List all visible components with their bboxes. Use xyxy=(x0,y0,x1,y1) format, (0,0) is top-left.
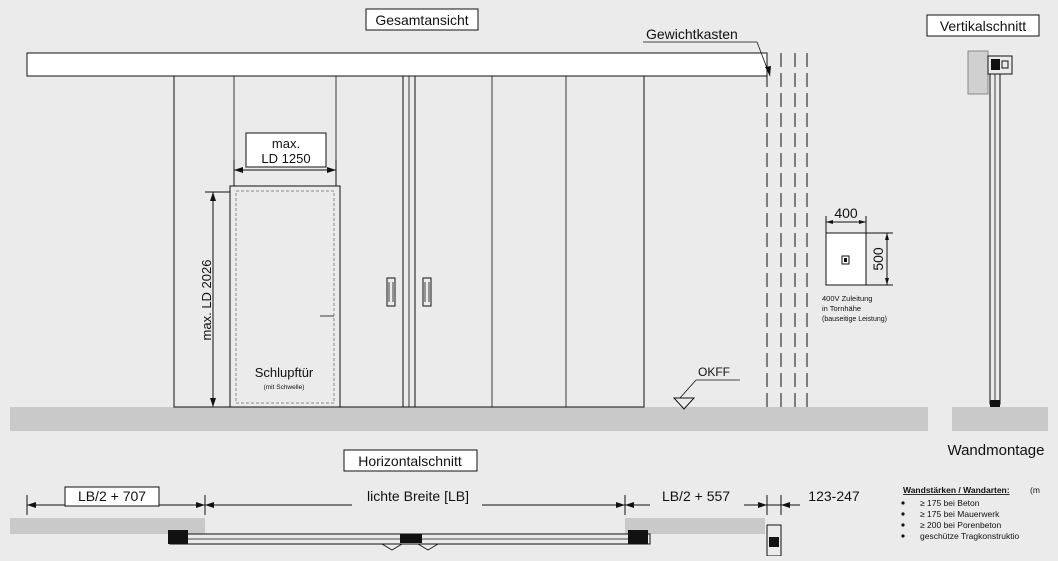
power-box xyxy=(825,232,867,286)
front-view: Gesamtansicht Sch xyxy=(10,8,928,431)
dim-arrow xyxy=(625,502,634,508)
plan-wall-left xyxy=(10,518,205,534)
vertical-section: Vertikalschnitt Wandmontage xyxy=(926,14,1048,459)
wall-type-item: ≥ 175 bei Beton xyxy=(920,498,980,508)
wall-section xyxy=(967,50,989,95)
floor-slab xyxy=(10,407,928,431)
handle-right-icon xyxy=(422,277,432,307)
dim-label-bg xyxy=(64,486,160,507)
vertical-section-title-box xyxy=(926,14,1040,37)
dim-arrow xyxy=(885,278,889,285)
dim-arrow xyxy=(885,233,889,240)
dim-arrow xyxy=(758,502,767,508)
wall-types-heading: Wandstärken / Wandarten: xyxy=(903,485,1010,495)
dim-arrow xyxy=(616,502,625,508)
wall-types-heading-suffix: (m xyxy=(1030,485,1040,495)
dim-clear-width-label: lichte Breite [LB] xyxy=(367,488,469,504)
roller-icon xyxy=(991,59,1000,70)
plan-weight-icon xyxy=(769,537,779,547)
dim-arrow xyxy=(210,192,216,201)
front-view-title-box xyxy=(365,8,479,31)
dim-wall-label: 123-247 xyxy=(808,488,860,504)
dim-label-bg xyxy=(800,487,870,506)
bottom-guide xyxy=(990,400,1000,408)
wicket-width-label-1: max. xyxy=(272,136,300,151)
plan-center-handle xyxy=(400,534,422,543)
plan-wall-right xyxy=(625,518,765,534)
power-note-1: 400V Zuleitung xyxy=(822,294,872,303)
dim-label-bg xyxy=(650,487,744,506)
dim-arrow xyxy=(781,502,790,508)
wall-mounting-label: Wandmontage xyxy=(947,442,1044,459)
weight-box-label: Gewichtkasten xyxy=(646,26,738,42)
wicket-door-label: Schlupftür xyxy=(255,365,314,380)
bullet-icon xyxy=(901,523,905,527)
vertical-floor xyxy=(952,407,1048,431)
wicket-door xyxy=(229,185,341,408)
vertical-section-title: Vertikalschnitt xyxy=(940,18,1026,34)
dim-arrow xyxy=(234,167,243,173)
power-note-3: (bauseitige Leistung) xyxy=(822,316,887,323)
plan-hinge-mark xyxy=(381,543,403,551)
dim-left-label: LB/2 + 707 xyxy=(78,488,146,504)
horizontal-section-title: Horizontalschnitt xyxy=(358,453,462,469)
power-box-height: 500 xyxy=(870,247,886,271)
wicket-width-label-2: LD 1250 xyxy=(261,151,310,166)
floor-level-leader xyxy=(679,379,697,399)
wall-type-item: ≥ 175 bei Mauerwerk xyxy=(920,509,1000,519)
horizontal-section: Horizontalschnitt LB/2 + 707 lichte Brei… xyxy=(10,449,1040,557)
dim-right-label: LB/2 + 557 xyxy=(662,488,730,504)
dim-arrow xyxy=(826,220,833,224)
dim-arrow xyxy=(859,220,866,224)
dim-arrow xyxy=(210,398,216,407)
plan-hinge-mark xyxy=(417,543,439,551)
plan-end-bracket-right xyxy=(628,530,648,544)
leader-arrow xyxy=(765,66,771,76)
horizontal-section-title-box xyxy=(343,449,478,472)
wicket-width-box xyxy=(245,132,327,168)
dim-arrow xyxy=(205,502,214,508)
dim-label-bg xyxy=(352,487,482,506)
wall-type-item: ≥ 200 bei Porenbeton xyxy=(920,520,1002,530)
dim-arrow xyxy=(27,502,36,508)
dim-arrow xyxy=(327,167,336,173)
bullet-icon xyxy=(901,512,905,516)
plan-end-bracket-left xyxy=(168,530,188,544)
bullet-icon xyxy=(901,501,905,505)
power-note-2: in Tornhähe xyxy=(822,304,861,313)
track-beam xyxy=(26,52,768,77)
wicket-note: (mit Schwelle) xyxy=(264,384,305,391)
front-view-title: Gesamtansicht xyxy=(375,12,468,28)
wall-type-item: geschütze Tragkonstruktio xyxy=(920,531,1019,541)
floor-level-marker-icon xyxy=(672,397,696,410)
power-box-width: 400 xyxy=(834,205,858,221)
dim-arrow xyxy=(196,502,205,508)
floor-level-label: OKFF xyxy=(698,365,730,379)
handle-left-icon xyxy=(386,277,396,307)
bullet-icon xyxy=(901,534,905,538)
wicket-height-label: max. LD 2026 xyxy=(199,260,214,341)
